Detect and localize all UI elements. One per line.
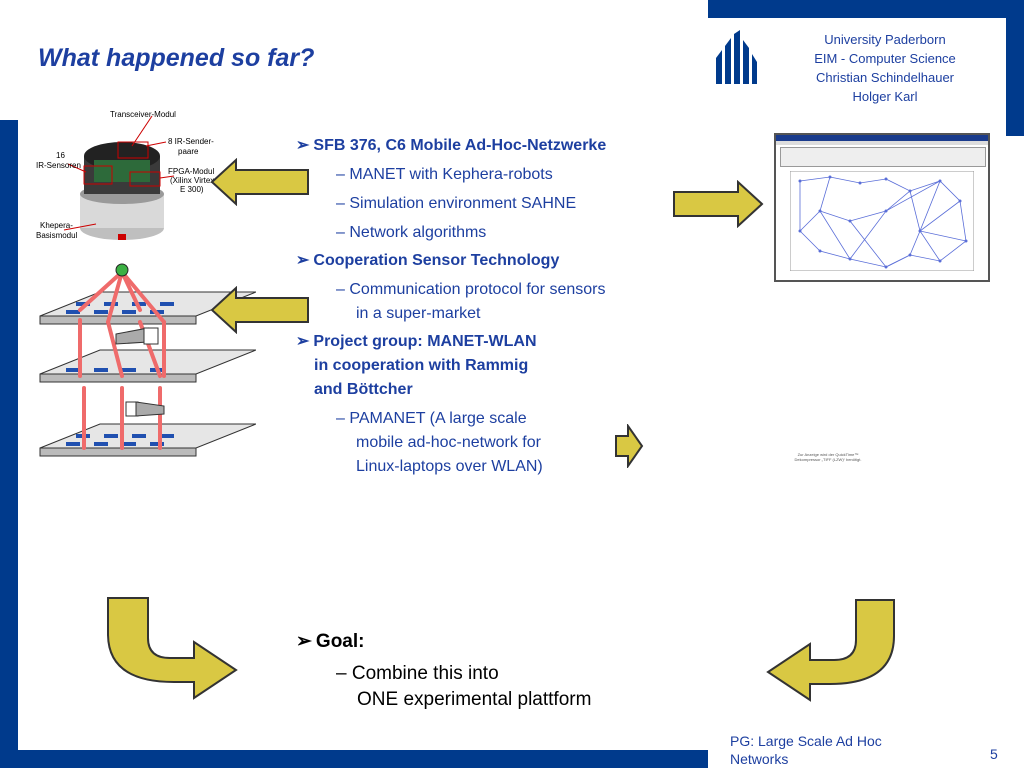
shelf-middle: [39, 349, 256, 383]
bottom-band: [0, 750, 708, 768]
sub-bullet-goal-text: Combine this into: [351, 663, 499, 684]
slide-title: What happened so far?: [38, 44, 315, 72]
bullet-goal-text: Goal:: [315, 631, 365, 652]
left-band: [0, 120, 18, 768]
arrow-right-1-icon: [673, 180, 764, 228]
dash-marker: –: [336, 224, 345, 241]
footer-line-2: Networks: [730, 751, 789, 767]
dash-marker: –: [336, 166, 345, 183]
bullet-cooperation-text: Cooperation Sensor Technology: [313, 252, 560, 269]
bullet-arrow-icon: ➢: [296, 137, 310, 154]
label-ir-sender-2: paare: [178, 147, 199, 156]
label-fpga-2: (Xilinx Virtex: [170, 176, 214, 185]
label-fpga-1: FPGA-Modul: [168, 167, 214, 176]
bullet-sfb-text: SFB 376, C6 Mobile Ad-Hoc-Netzwerke: [313, 137, 607, 154]
arrow-right-2-icon: [615, 424, 644, 468]
label-khepera-1: Khepera-: [40, 221, 73, 230]
label-ir-sender-1: 8 IR-Sender-: [168, 137, 214, 146]
bullet-project-group-line-2: in cooperation with Rammig: [314, 357, 529, 374]
bullet-sfb: ➢SFB 376, C6 Mobile Ad-Hoc-Netzwerke: [296, 134, 606, 158]
sub-bullet-sahne: – Simulation environment SAHNE: [336, 192, 576, 216]
sub-bullet-communication: – Communication protocol for sensors: [336, 278, 605, 302]
bullet-project-group: ➢Project group: MANET-WLAN: [296, 330, 537, 354]
footer-line-1: PG: Large Scale Ad Hoc: [730, 733, 882, 749]
right-band: [1006, 0, 1024, 136]
app-titlebar: [776, 135, 988, 141]
dash-marker: –: [336, 410, 345, 427]
app-toolbar: [780, 147, 986, 167]
bullet-arrow-icon: ➢: [296, 333, 310, 350]
top-band: [708, 0, 1024, 18]
header-author-1: Christian Schindelhauer: [815, 70, 955, 85]
dash-marker: –: [336, 281, 345, 298]
header-author-2: Holger Karl: [852, 89, 918, 104]
dash-marker: –: [336, 663, 347, 684]
sub-bullet-goal-line-1: – Combine this into: [336, 661, 499, 687]
khepera-robot-image: Transceiver-Modul 8 IR-Sender- paare 16 …: [34, 106, 220, 252]
label-fpga-3: E 300): [180, 185, 204, 194]
sub-bullet-manet: – MANET with Kephera-robots: [336, 163, 553, 187]
dash-marker: –: [336, 195, 345, 212]
label-ir-sensors-1: 16: [56, 151, 65, 160]
sub-bullet-pamanet-line-2: mobile ad-hoc-network for: [356, 434, 541, 451]
bullet-arrow-icon: ➢: [296, 252, 310, 269]
university-logo: [716, 30, 757, 84]
sub-bullet-network-text: Network algorithms: [349, 224, 487, 241]
sub-bullet-goal-line-2: ONE experimental plattform: [357, 689, 592, 710]
arrow-left-2-icon: [210, 286, 309, 334]
header-university: University Paderborn: [824, 32, 946, 47]
sub-bullet-pamanet-text: PAMANET (A large scale: [349, 410, 527, 427]
page-number: 5: [990, 746, 998, 762]
shelf-bottom: [39, 423, 256, 457]
bullet-project-group-line-3: and Böttcher: [314, 381, 413, 398]
sahne-simulator-screenshot: [774, 133, 990, 282]
footer-course-title: PG: Large Scale Ad Hoc Networks: [730, 732, 882, 768]
bullet-arrow-icon: ➢: [296, 631, 312, 652]
label-transceiver: Transceiver-Modul: [110, 110, 176, 119]
curved-arrow-left-icon: [107, 597, 238, 700]
sub-bullet-sahne-text: Simulation environment SAHNE: [349, 195, 577, 212]
network-graph: [790, 171, 974, 271]
sub-bullet-pamanet-line-3: Linux-laptops over WLAN): [356, 458, 543, 475]
bullet-cooperation: ➢Cooperation Sensor Technology: [296, 249, 559, 273]
arrow-left-1-icon: [210, 158, 309, 206]
sub-bullet-communication-text: Communication protocol for sensors: [349, 281, 606, 298]
reader-device-1: [115, 327, 159, 345]
curved-arrow-right-icon: [766, 599, 895, 702]
bullet-project-group-text: Project group: MANET-WLAN: [313, 333, 537, 350]
app-menubar: [776, 141, 988, 145]
sub-bullet-manet-text: MANET with Kephera-robots: [349, 166, 553, 183]
label-khepera-2: Basismodul: [36, 231, 78, 240]
sub-bullet-network-algorithms: – Network algorithms: [336, 221, 486, 245]
base-station-node: [115, 263, 129, 277]
header-department: EIM - Computer Science: [814, 51, 956, 66]
quicktime-placeholder-note: Zur Anzeige wird der QuickTime™ Dekompre…: [794, 452, 862, 462]
bullet-goal: ➢Goal:: [296, 630, 364, 653]
reader-device-2: [125, 401, 165, 417]
supermarket-sensor-diagram: [39, 263, 256, 457]
sub-bullet-pamanet: – PAMANET (A large scale: [336, 407, 527, 431]
sub-bullet-communication-cont: in a super-market: [356, 305, 481, 322]
label-ir-sensors-2: IR-Sensoren: [36, 161, 81, 170]
